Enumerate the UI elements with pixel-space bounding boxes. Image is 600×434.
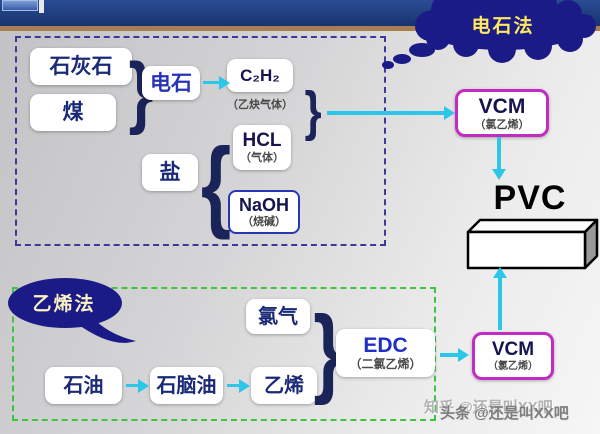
arrow-naphtha-to-ethylene <box>227 384 239 387</box>
header-notch <box>39 0 44 13</box>
carbide-label: 电石 <box>150 71 192 95</box>
chlorine-box: 氯气 <box>246 299 310 334</box>
naphtha-label: 石脑油 <box>156 374 217 397</box>
speech-bubble-icon: 乙烯法 <box>8 278 136 343</box>
carbide-method-group-border <box>15 36 386 246</box>
vcm-top-formula: VCM <box>478 94 526 118</box>
ethylene-label: 乙烯 <box>264 374 304 397</box>
arrow-to-vcm-top <box>327 111 444 115</box>
thought-cloud-icon: 电石法 <box>382 0 596 69</box>
vcm-bottom-formula: VCM <box>491 339 535 361</box>
edc-formula: EDC <box>363 334 408 358</box>
hcl-box: HCL （气体） <box>233 125 291 170</box>
chlorine-label: 氯气 <box>258 305 298 328</box>
acetylene-box: C₂H₂ <box>227 59 293 92</box>
petroleum-box: 石油 <box>45 367 122 404</box>
coal-label: 煤 <box>62 101 84 124</box>
ethylene-box: 乙烯 <box>251 367 317 404</box>
arrow-petroleum-to-naphtha <box>126 384 138 387</box>
watermark-zhihu: 知乎 @还是叫XX吧 <box>424 399 553 416</box>
edc-box: EDC （二氯乙烯） <box>336 329 435 377</box>
naoh-formula: NaOH <box>238 195 289 216</box>
pvc-3d-box-icon <box>466 218 599 270</box>
naoh-caption: （烧碱） <box>242 216 286 229</box>
pvc-label: PVC <box>493 179 567 217</box>
arrow-edc-to-vcm <box>440 353 458 357</box>
limestone-box: 石灰石 <box>30 48 132 85</box>
hcl-formula: HCL <box>242 130 282 152</box>
carbide-method-title: 电石法 <box>471 14 534 37</box>
hcl-caption: （气体） <box>240 152 284 165</box>
arrow-vcm-to-pvc <box>497 137 501 169</box>
edc-caption: （二氯乙烯） <box>349 357 422 372</box>
header-accent-square <box>2 0 38 11</box>
coal-box: 煤 <box>30 94 116 131</box>
acetylene-formula: C₂H₂ <box>240 65 280 85</box>
acetylene-caption: （乙炔气体） <box>227 99 293 111</box>
naoh-box: NaOH （烧碱） <box>228 190 300 234</box>
petroleum-label: 石油 <box>63 374 104 397</box>
limestone-label: 石灰石 <box>49 55 113 78</box>
arrow-carbide-to-acetylene <box>203 81 219 84</box>
brace-acetylene-hcl: } <box>304 80 322 142</box>
header-tan-line <box>0 26 600 31</box>
vcm-bottom-caption: （氯乙烯） <box>488 361 538 373</box>
arrow-vcm-bottom-to-pvc <box>498 278 502 330</box>
vcm-bottom-box: VCM （氯乙烯） <box>472 332 554 380</box>
carbide-box: 电石 <box>142 66 200 100</box>
vcm-top-box: VCM （氯乙烯） <box>455 89 549 137</box>
ethylene-method-group-border <box>12 287 436 421</box>
salt-box: 盐 <box>142 154 198 191</box>
ethylene-method-title: 乙烯法 <box>32 292 95 315</box>
naphtha-box: 石脑油 <box>150 367 223 404</box>
watermark-toutiao: 头条 @还是叫XX吧 <box>440 405 569 422</box>
salt-label: 盐 <box>159 161 181 184</box>
brace-salt-products: { <box>200 125 232 240</box>
vcm-top-caption: （氯乙烯） <box>474 118 530 131</box>
